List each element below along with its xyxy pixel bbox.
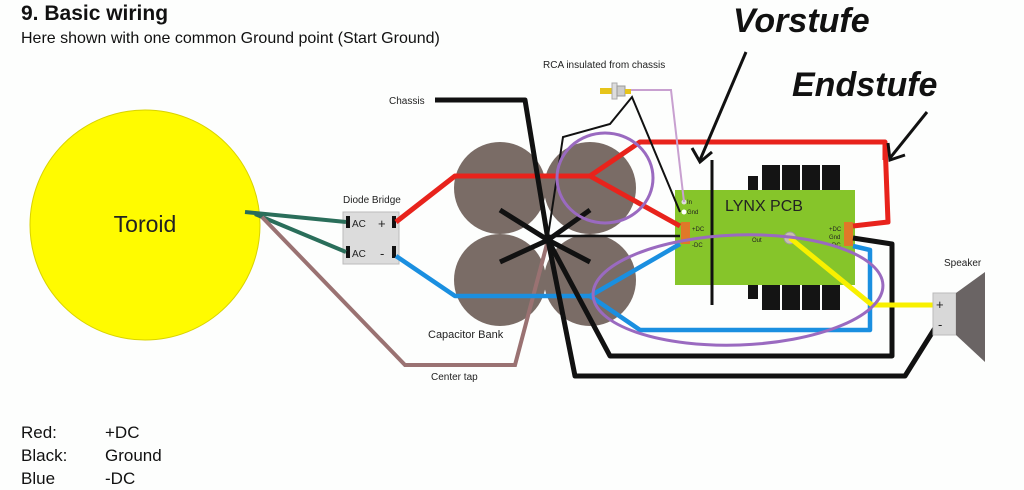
pcb-left-connector bbox=[681, 222, 690, 244]
toroid bbox=[29, 109, 261, 341]
pcb-right-pdc-label: +DC bbox=[829, 227, 842, 233]
diode-bridge-ac1-label: AC bbox=[352, 219, 366, 230]
diode-bridge-ac2-terminal bbox=[346, 246, 350, 258]
ground-wires bbox=[435, 97, 943, 379]
diode-bridge-plus-label: + bbox=[378, 216, 386, 231]
diode-bridge bbox=[342, 211, 400, 265]
color-legend: Red: +DC Black: Ground Blue -DC bbox=[21, 421, 162, 490]
capacitor bbox=[454, 142, 546, 234]
speaker-minus-label: - bbox=[938, 317, 942, 332]
capacitor-bank-label: Capacitor Bank bbox=[428, 329, 504, 341]
legend-row-red: Red: +DC bbox=[21, 421, 162, 444]
speaker-label: Speaker bbox=[944, 258, 982, 269]
diode-bridge-minus-label: - bbox=[380, 246, 384, 261]
chassis-label: Chassis bbox=[389, 96, 425, 107]
legend-value: +DC bbox=[105, 423, 140, 442]
legend-value: -DC bbox=[105, 469, 136, 488]
ac-wires bbox=[244, 210, 347, 254]
highlight-ellipse-loop bbox=[591, 233, 885, 347]
capacitor bbox=[544, 234, 636, 326]
diode-bridge-label: Diode Bridge bbox=[343, 195, 401, 206]
legend-key: Blue bbox=[21, 469, 56, 488]
heatsink-transistors-bottom bbox=[748, 285, 840, 310]
highlight-ellipse-positive bbox=[555, 131, 655, 225]
legend-row-blue: Blue -DC bbox=[21, 467, 162, 490]
pcb-left-pdc-label: +DC bbox=[692, 227, 705, 233]
legend-key: Red: bbox=[21, 423, 57, 442]
diode-bridge-ac2-label: AC bbox=[352, 249, 366, 260]
capacitor-bank bbox=[454, 142, 636, 326]
speaker-plus-label: + bbox=[936, 297, 944, 312]
legend-value: Ground bbox=[105, 446, 162, 465]
center-tap-label: Center tap bbox=[431, 372, 478, 383]
diode-bridge-minus-terminal bbox=[392, 246, 396, 258]
legend-key: Black: bbox=[21, 446, 68, 465]
legend-row-black: Black: Ground bbox=[21, 444, 162, 467]
pcb-in-label: In bbox=[687, 200, 692, 206]
toroid-label: Toroid bbox=[114, 211, 177, 237]
speaker-cone bbox=[956, 272, 985, 362]
endstufe-arrow-icon bbox=[886, 111, 929, 163]
page-title: 9. Basic wiring bbox=[21, 2, 169, 25]
pcb-label: LYNX PCB bbox=[725, 198, 803, 215]
pcb-gnd-pad bbox=[681, 209, 687, 215]
center-tap-wire bbox=[260, 215, 550, 367]
capacitor bbox=[454, 234, 546, 326]
negative-wires bbox=[394, 242, 873, 333]
capacitor bbox=[544, 142, 636, 234]
vorstufe-arrow-icon bbox=[690, 51, 748, 165]
diode-bridge-plus-terminal bbox=[392, 216, 396, 228]
endstufe-callout: Endstufe bbox=[792, 66, 938, 104]
page-subtitle: Here shown with one common Ground point … bbox=[21, 30, 440, 47]
diode-bridge-ac1-terminal bbox=[346, 216, 350, 228]
positive-wires bbox=[394, 139, 891, 229]
rca-label: RCA insulated from chassis bbox=[543, 60, 665, 71]
heatsink-transistors-top bbox=[748, 165, 840, 190]
rca-signal-wire bbox=[631, 89, 685, 203]
pcb-gnd-label: Gnd bbox=[687, 210, 698, 216]
rca-connector bbox=[600, 82, 631, 100]
pcb-left-mdc-label: -DC bbox=[692, 243, 703, 249]
vorstufe-callout: Vorstufe bbox=[733, 2, 870, 40]
pcb-right-connector bbox=[844, 222, 853, 246]
pcb-out-label: Out bbox=[752, 238, 762, 244]
pcb-right-gnd-label: Gnd bbox=[829, 235, 840, 241]
